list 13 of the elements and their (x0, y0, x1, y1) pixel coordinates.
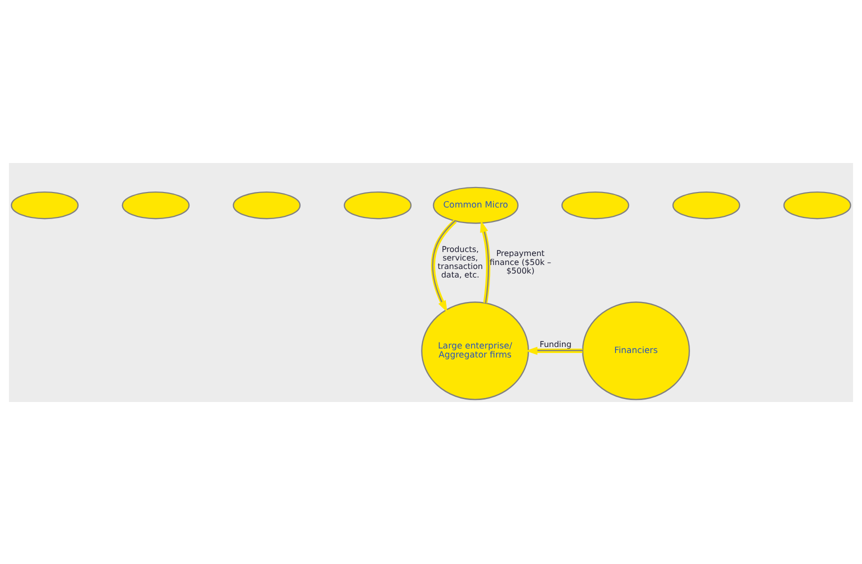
node-ellipse (672, 190, 740, 219)
arrow (430, 218, 457, 312)
node-circle: Large enterprise/ Aggregator firms (421, 301, 530, 400)
node-circle: Financiers (582, 301, 690, 400)
arrow (480, 220, 490, 303)
node-ellipse (783, 190, 852, 219)
node-ellipse (10, 190, 79, 219)
node-ellipse (344, 190, 412, 219)
node-ellipse: Common Micro (432, 186, 519, 224)
node-ellipse (122, 190, 190, 219)
node-ellipse (232, 190, 301, 219)
arrow (526, 346, 582, 354)
node-ellipse (561, 190, 630, 219)
